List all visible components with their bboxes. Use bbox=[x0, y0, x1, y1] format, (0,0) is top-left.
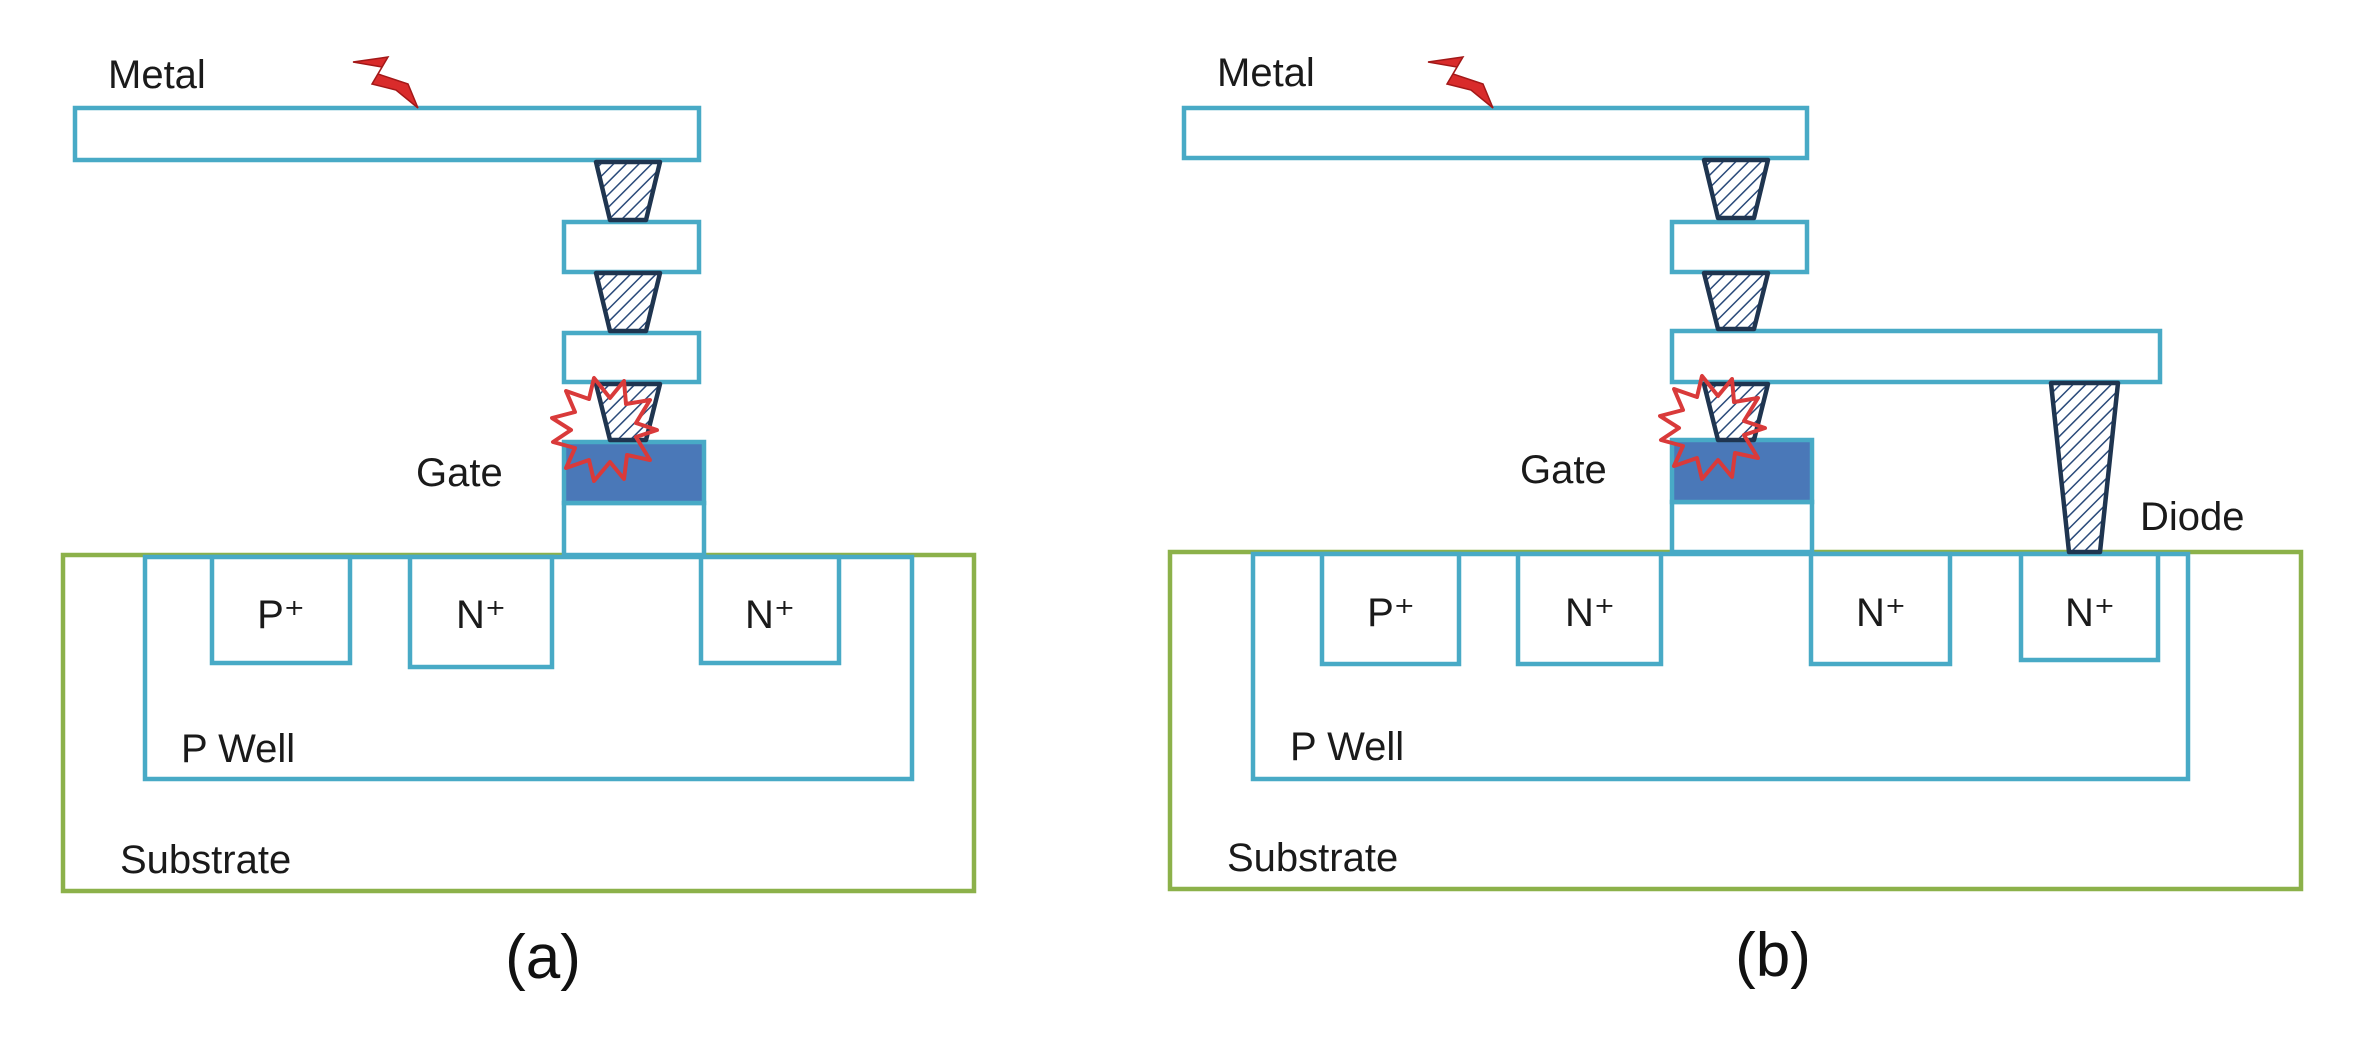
n-plus-source-label: N⁺ bbox=[456, 593, 506, 637]
metal-layer-1 bbox=[561, 330, 702, 385]
diode-label: Diode bbox=[2140, 495, 2245, 539]
n-plus-diffusion-drain bbox=[698, 554, 842, 666]
lightning-icon bbox=[352, 56, 419, 109]
via-2 bbox=[1701, 270, 1771, 332]
diode-contact bbox=[2048, 380, 2121, 555]
metal-layer-2 bbox=[561, 219, 702, 275]
metal-layer-top bbox=[1181, 105, 1810, 161]
metal-layer-1-jumper bbox=[1669, 328, 2163, 385]
panel-caption: (b) bbox=[1735, 921, 1811, 990]
gate-electrode bbox=[561, 439, 707, 506]
metal-layer-2 bbox=[1669, 219, 1810, 275]
n-plus-diode-label: N⁺ bbox=[2065, 591, 2115, 635]
damage-burst-icon bbox=[550, 376, 659, 483]
panel-caption: (a) bbox=[505, 923, 581, 992]
panel-b: Metal Gate Diode P⁺ N⁺ N⁺ N⁺ P Well Subs… bbox=[1167, 51, 2304, 990]
via-2 bbox=[593, 270, 663, 334]
p-plus-diffusion bbox=[1319, 551, 1462, 667]
substrate-label: Substrate bbox=[1227, 836, 1398, 880]
via-1 bbox=[1701, 157, 1771, 221]
metal-label: Metal bbox=[1217, 51, 1315, 95]
p-well-label: P Well bbox=[181, 727, 295, 771]
n-plus-drain-label: N⁺ bbox=[745, 593, 795, 637]
metal-label: Metal bbox=[108, 53, 206, 97]
n-plus-diffusion-diode bbox=[2018, 551, 2161, 663]
gate-label: Gate bbox=[1520, 448, 1607, 492]
gate-electrode bbox=[1669, 437, 1815, 505]
p-well-label: P Well bbox=[1290, 725, 1404, 769]
p-plus-diffusion bbox=[209, 554, 353, 666]
substrate-label: Substrate bbox=[120, 838, 291, 882]
gate-oxide-stack bbox=[561, 500, 707, 558]
gate-oxide-stack bbox=[1669, 499, 1815, 555]
n-plus-diffusion-source bbox=[1515, 551, 1664, 667]
metal-layer-top bbox=[72, 105, 702, 163]
gate-label: Gate bbox=[416, 451, 503, 495]
panel-a: Metal Gate P⁺ N⁺ N⁺ P Well Substrate (a) bbox=[60, 53, 977, 992]
n-plus-drain-label: N⁺ bbox=[1856, 591, 1906, 635]
n-plus-diffusion-source bbox=[407, 554, 555, 670]
via-1 bbox=[593, 159, 663, 223]
p-plus-label: P⁺ bbox=[1367, 591, 1415, 635]
n-plus-source-label: N⁺ bbox=[1565, 591, 1615, 635]
damage-burst-icon bbox=[1658, 374, 1767, 481]
p-plus-label: P⁺ bbox=[257, 593, 305, 637]
lightning-icon bbox=[1427, 56, 1494, 109]
n-plus-diffusion-drain bbox=[1808, 551, 1953, 667]
